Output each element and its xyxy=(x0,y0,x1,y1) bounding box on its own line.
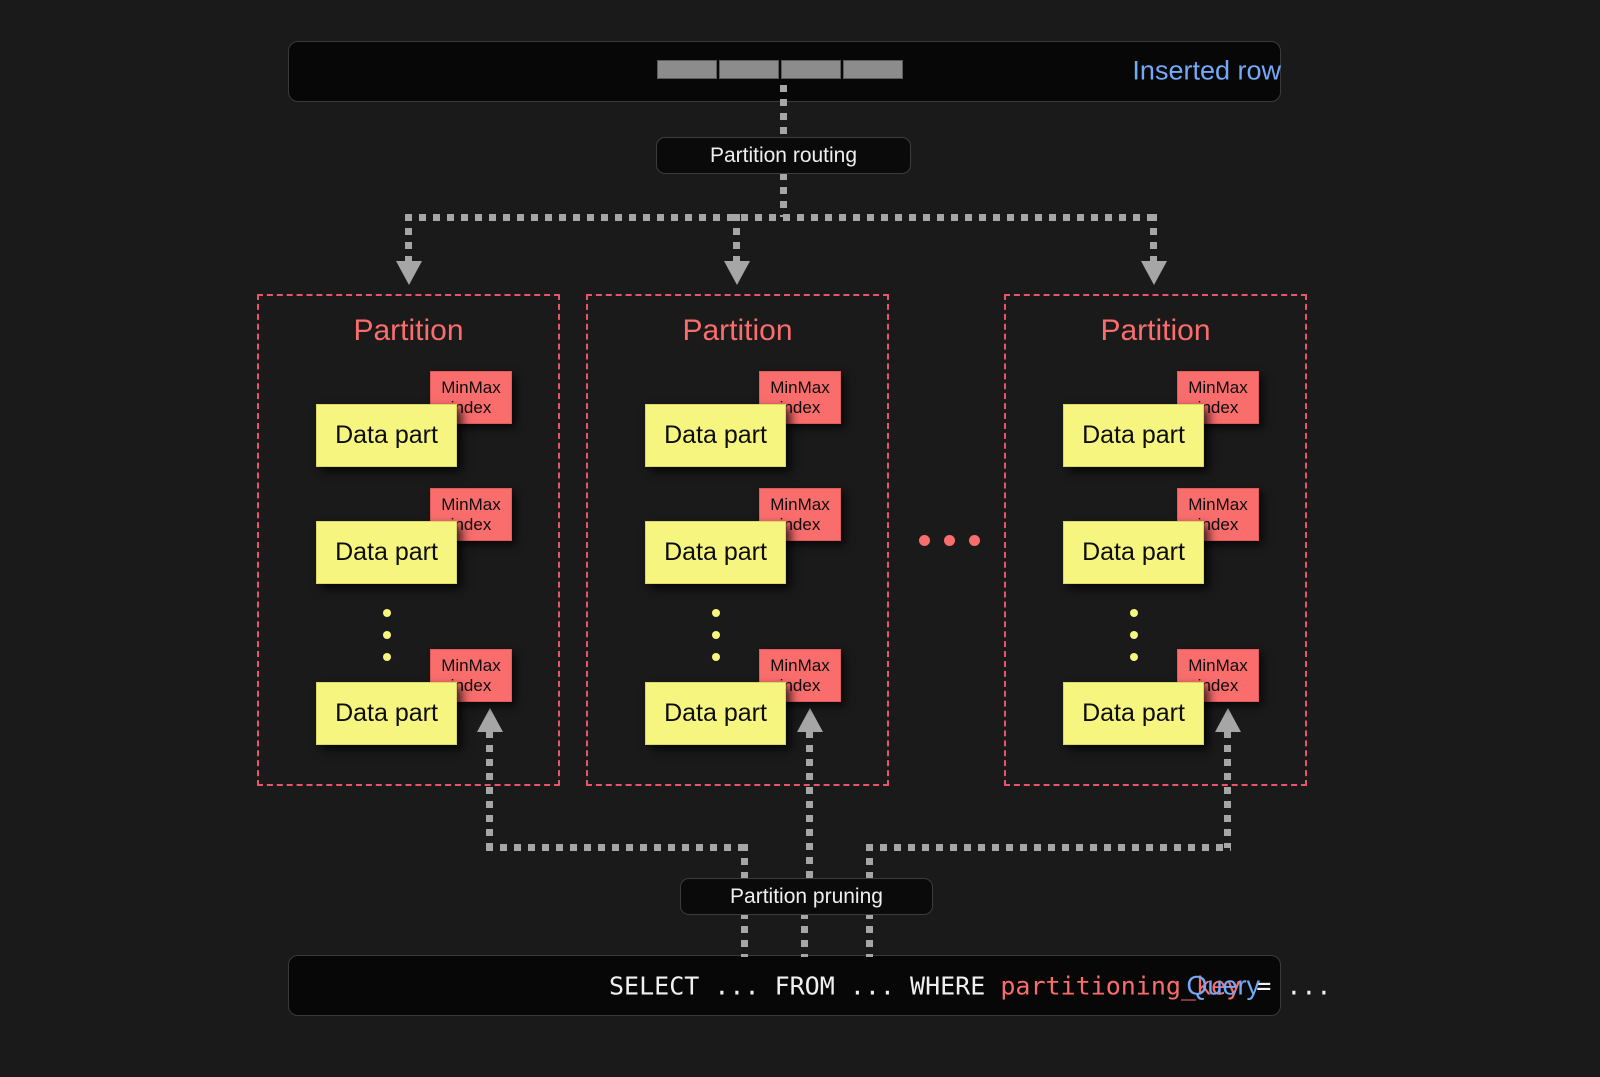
minmax-index-box[interactable]: MinMax index xyxy=(430,649,512,702)
minmax-line-2: index xyxy=(450,397,492,417)
minmax-line-2: index xyxy=(1197,397,1239,417)
connector-routing-to-bus xyxy=(780,173,787,217)
data-part-box[interactable]: Data part xyxy=(1063,521,1204,584)
inserted-row-cells xyxy=(657,60,903,79)
minmax-line-1: MinMax xyxy=(770,377,830,397)
arrow-down-partition-1 xyxy=(396,261,422,285)
query-bar: SELECT ... FROM ... WHERE partitioning_k… xyxy=(288,955,1331,1016)
connector-pruning-to-query-left xyxy=(741,912,748,957)
inserted-row-label: Inserted row xyxy=(1132,55,1281,86)
query-label: Query xyxy=(1186,970,1260,1000)
ellipsis-dot xyxy=(969,535,980,546)
partition-title: Partition xyxy=(1100,314,1211,347)
partition-routing-box[interactable]: Partition routing xyxy=(656,137,911,174)
arrow-up-partition-3 xyxy=(1215,708,1241,732)
vertical-ellipsis xyxy=(1130,609,1138,675)
partition-title: Partition xyxy=(353,314,464,347)
minmax-index-box[interactable]: MinMax index xyxy=(1177,649,1259,702)
minmax-line-2: index xyxy=(1197,514,1239,534)
minmax-line-1: MinMax xyxy=(441,494,501,514)
ellipsis-dot xyxy=(944,535,955,546)
connector-pruning-to-query-center xyxy=(801,912,808,957)
partition-routing-label: Partition routing xyxy=(709,143,858,167)
connector-bus-to-partition-2 xyxy=(733,214,740,266)
ellipsis-dot xyxy=(919,535,930,546)
query-suffix: = ... xyxy=(1241,971,1332,1000)
partition-title: Partition xyxy=(682,314,793,347)
minmax-line-1: MinMax xyxy=(1188,655,1248,675)
connector-pruning-to-partition-2 xyxy=(806,731,813,881)
connector-routing-bus xyxy=(405,214,1157,221)
data-part-box[interactable]: Data part xyxy=(316,682,457,745)
minmax-line-1: MinMax xyxy=(770,655,830,675)
row-cell xyxy=(843,60,903,79)
connector-bus-to-partition-1 xyxy=(405,214,412,266)
row-cell xyxy=(719,60,779,79)
row-cell xyxy=(781,60,841,79)
minmax-line-1: MinMax xyxy=(770,494,830,514)
partition-pruning-box[interactable]: Partition pruning xyxy=(680,878,933,915)
ellipsis-dot xyxy=(383,653,391,661)
ellipsis-dot xyxy=(712,631,720,639)
ellipsis-dot xyxy=(712,609,720,617)
minmax-index-box[interactable]: MinMax index xyxy=(759,371,841,424)
connector-pruning-to-partition-3 xyxy=(1224,731,1231,848)
connector-pruning-to-partition-1 xyxy=(486,731,493,848)
partition-pruning-label: Partition pruning xyxy=(730,884,883,908)
vertical-ellipsis xyxy=(712,609,720,675)
ellipsis-dot xyxy=(1130,609,1138,617)
data-part-box[interactable]: Data part xyxy=(1063,682,1204,745)
data-part-box[interactable]: Data part xyxy=(645,682,786,745)
ellipsis-dot xyxy=(712,653,720,661)
row-cell xyxy=(657,60,717,79)
connector-row-to-routing xyxy=(780,85,787,140)
data-part-box[interactable]: Data part xyxy=(316,521,457,584)
connector-bus-left-to-pruning xyxy=(741,844,748,882)
minmax-line-2: index xyxy=(779,514,821,534)
data-part-box[interactable]: Data part xyxy=(645,521,786,584)
minmax-line-2: index xyxy=(1197,675,1239,695)
partition-ellipsis xyxy=(919,535,980,546)
minmax-line-1: MinMax xyxy=(1188,377,1248,397)
minmax-index-box[interactable]: MinMax index xyxy=(759,649,841,702)
minmax-line-2: index xyxy=(779,397,821,417)
ellipsis-dot xyxy=(383,609,391,617)
partition-box-2[interactable]: Partition MinMax index Data part MinMax … xyxy=(586,294,889,786)
connector-bus-to-partition-3 xyxy=(1150,214,1157,266)
minmax-line-1: MinMax xyxy=(1188,494,1248,514)
minmax-line-1: MinMax xyxy=(441,655,501,675)
arrow-down-partition-3 xyxy=(1141,261,1167,285)
ellipsis-dot xyxy=(383,631,391,639)
data-part-box[interactable]: Data part xyxy=(645,404,786,467)
arrow-up-partition-2 xyxy=(797,708,823,732)
ellipsis-dot xyxy=(1130,653,1138,661)
query-partitioning-key: partitioning_key xyxy=(1000,971,1242,1000)
partition-box-1[interactable]: Partition MinMax index Data part MinMax … xyxy=(257,294,560,786)
minmax-line-2: index xyxy=(450,675,492,695)
connector-pruning-to-query-right xyxy=(866,912,873,957)
connector-pruning-bus-left xyxy=(486,844,748,851)
connector-bus-right-to-pruning xyxy=(866,844,873,882)
minmax-line-2: index xyxy=(779,675,821,695)
minmax-line-1: MinMax xyxy=(441,377,501,397)
data-part-box[interactable]: Data part xyxy=(1063,404,1204,467)
connector-pruning-bus-right xyxy=(866,844,1231,851)
vertical-ellipsis xyxy=(383,609,391,675)
query-prefix: SELECT ... FROM ... WHERE xyxy=(609,971,1001,1000)
partition-box-3[interactable]: Partition MinMax index Data part MinMax … xyxy=(1004,294,1307,786)
minmax-line-2: index xyxy=(450,514,492,534)
data-part-box[interactable]: Data part xyxy=(316,404,457,467)
query-text: SELECT ... FROM ... WHERE partitioning_k… xyxy=(609,971,1331,1000)
ellipsis-dot xyxy=(1130,631,1138,639)
arrow-down-partition-2 xyxy=(724,261,750,285)
arrow-up-partition-1 xyxy=(477,708,503,732)
